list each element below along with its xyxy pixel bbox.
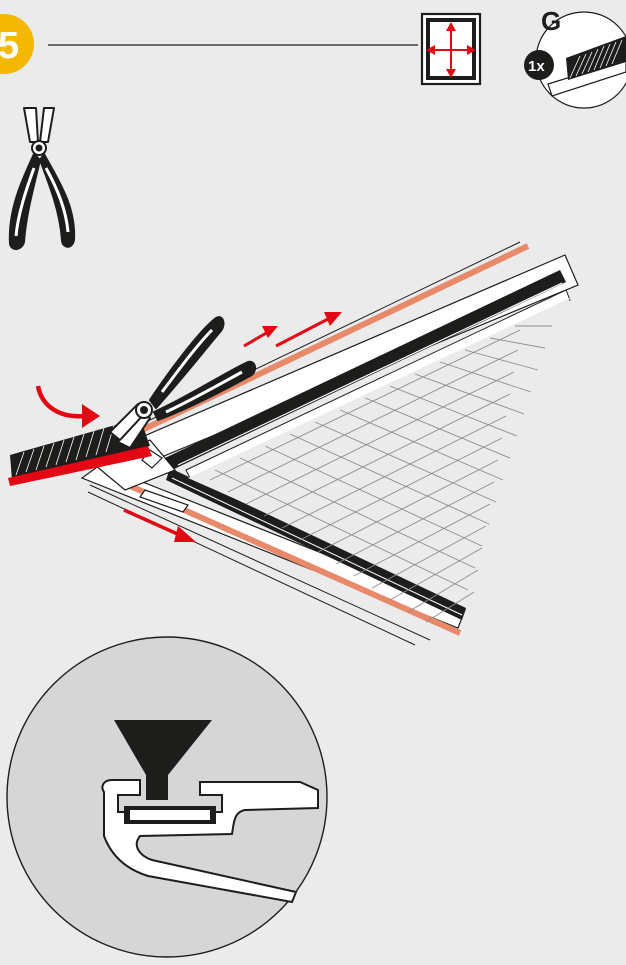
part-quantity: 1x [528, 58, 545, 75]
arrow-upper-right-1-icon [244, 326, 278, 346]
arrow-push-icon [38, 386, 100, 428]
pliers-icon [10, 108, 74, 249]
step-number: 5 [0, 25, 19, 67]
cross-section-detail [7, 637, 327, 957]
frame-stretch-icon [422, 14, 480, 84]
brush-seal-part-icon: G 1x [524, 6, 626, 108]
part-letter: G [541, 6, 561, 36]
step-header: 5 [0, 14, 418, 74]
frame-corner [82, 242, 578, 645]
